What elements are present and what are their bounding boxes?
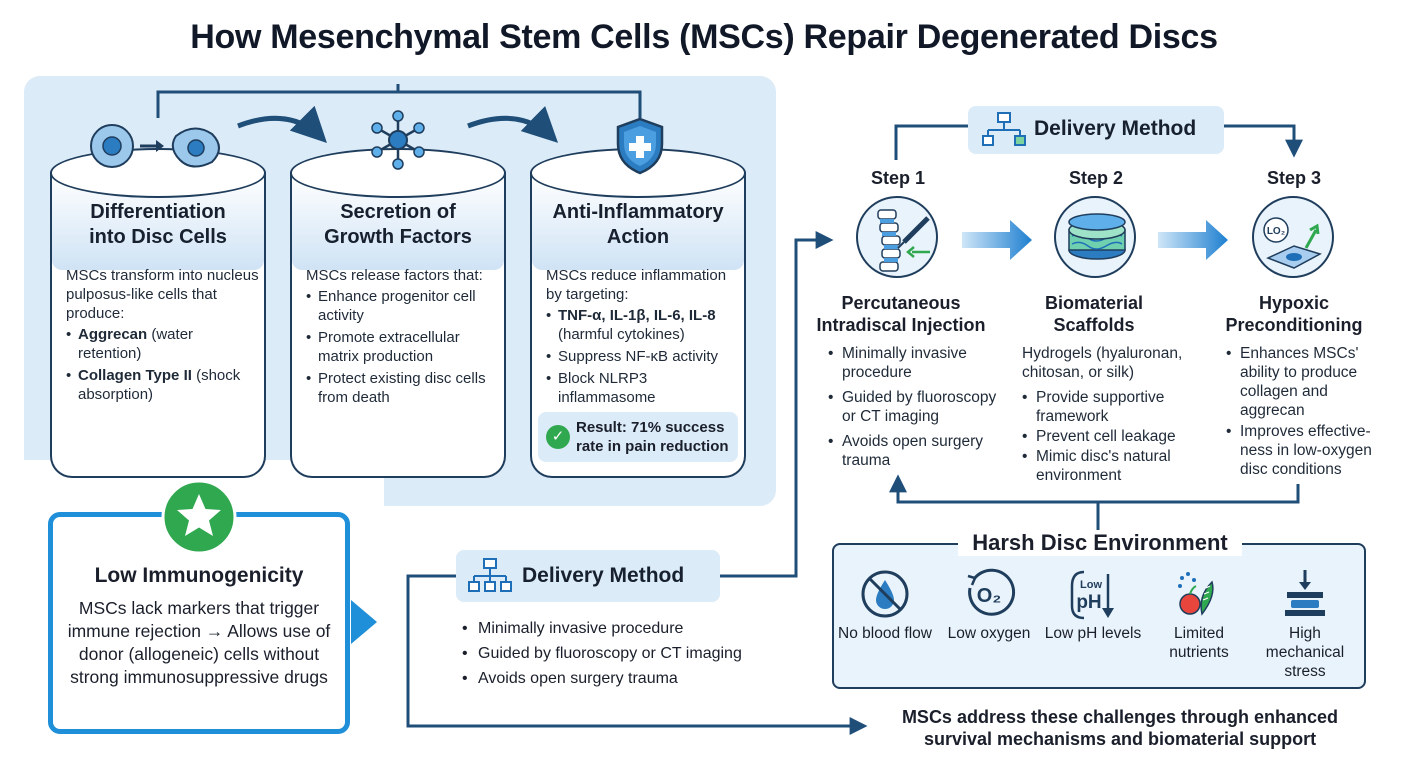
star-badge-icon xyxy=(161,479,237,555)
immunogenicity-text: MSCs lack markers that trigger immune re… xyxy=(67,598,331,687)
svg-text:LO₂: LO₂ xyxy=(1267,226,1285,237)
list-item: Minimally invasive procedure xyxy=(828,344,1012,382)
list-item: Guided by fluoroscopy or CT imaging xyxy=(828,388,1012,426)
env-item-oxygen: O₂ Low oxygen xyxy=(940,566,1038,643)
list-item: Avoids open surgery trauma xyxy=(462,666,782,691)
mechanism-title: Differentiation into Disc Cells xyxy=(89,201,227,248)
list-item: Enhance progenitor cell activity xyxy=(306,287,500,325)
spine-injection-icon xyxy=(877,209,930,272)
env-item-ph: Low pH Low pH levels xyxy=(1044,566,1142,643)
page-title: How Mesenchymal Stem Cells (MSCs) Repair… xyxy=(190,18,1218,56)
step-2-description: Hydrogels (hyaluronan, chitosan, or silk… xyxy=(1022,344,1202,486)
step-1-label: Step 1 xyxy=(870,168,926,188)
delivery-method-title-left: Delivery Method xyxy=(522,564,685,587)
harsh-environment-panel xyxy=(832,543,1366,689)
svg-text:O₂: O₂ xyxy=(977,585,1001,607)
low-oxygen-icon: O₂ xyxy=(967,568,1016,616)
step-arrow-2 xyxy=(1158,220,1228,260)
no-blood-flow-icon xyxy=(861,570,909,618)
step-2-title: Biomaterial Scaffolds xyxy=(1044,293,1144,335)
delivery-method-title-top: Delivery Method xyxy=(1034,117,1197,140)
mechanism-card-growth-factors: Secretion of Growth Factors MSCs release… xyxy=(290,148,506,478)
step-arrow-1 xyxy=(962,220,1032,260)
list-item: Block NLRP3 inflammasome xyxy=(546,369,740,407)
mechanism-title: Anti-Inflammatory Action xyxy=(552,201,724,248)
low-ph-icon: Low pH xyxy=(1070,570,1114,620)
list-item: Collagen Type II (shock absorption) xyxy=(66,366,260,404)
check-icon: ✓ xyxy=(546,425,570,449)
step-3-description: Enhances MSCs' ability to produce collag… xyxy=(1226,344,1396,480)
flowchart-icon xyxy=(982,112,1026,146)
list-item: TNF-α, IL-1β, IL-6, IL-8 (harmful cytoki… xyxy=(546,306,740,344)
scaffold-disc-icon xyxy=(1068,213,1126,260)
nutrients-icon xyxy=(1178,572,1214,616)
delivery-method-list: Minimally invasive procedure Guided by f… xyxy=(462,616,782,691)
step-1-icon-circle xyxy=(856,196,938,278)
list-item: Guided by fluoroscopy or CT imaging xyxy=(462,641,782,666)
step-3-icon-circle: LO₂ xyxy=(1252,196,1334,278)
result-badge: ✓ Result: 71% success rate in pain reduc… xyxy=(538,412,738,462)
list-item: Promote extracellular matrix production xyxy=(306,328,500,366)
list-item: Prevent cell leakage xyxy=(1022,427,1202,446)
step-1-title: Percutaneous Intradiscal Injection xyxy=(816,293,986,335)
flowchart-icon xyxy=(468,558,512,592)
mechanical-stress-icon xyxy=(1285,570,1325,616)
mechanism-card-differentiation: Differentiation into Disc Cells MSCs tra… xyxy=(50,148,266,478)
step-3-title: Hypoxic Preconditioning xyxy=(1225,293,1363,335)
svg-text:pH: pH xyxy=(1076,592,1101,613)
list-item: Mimic disc's natural environment xyxy=(1022,447,1202,485)
mechanism-description: MSCs release factors that: Enhance proge… xyxy=(306,266,500,410)
step-2-label: Step 2 xyxy=(1068,168,1124,188)
step-2-icon-circle xyxy=(1054,196,1136,278)
mechanism-card-anti-inflammatory: Anti-Inflammatory Action MSCs reduce inf… xyxy=(530,148,746,478)
step-1-description: Minimally invasive procedure Guided by f… xyxy=(828,344,1012,476)
list-item: Provide supportive framework xyxy=(1022,388,1202,426)
step-3-label: Step 3 xyxy=(1266,168,1322,188)
mechanism-description: MSCs reduce inflammation by targeting: T… xyxy=(546,266,740,410)
immunogenicity-title: Low Immunogenicity xyxy=(94,564,304,587)
growth-factor-network-icon xyxy=(371,110,425,170)
list-item: Enhances MSCs' ability to produce collag… xyxy=(1226,344,1396,420)
list-item: Suppress NF-κB activity xyxy=(546,347,740,366)
cell-differentiation-icon xyxy=(90,124,220,168)
env-item-nutrients: Limited nutrients xyxy=(1150,566,1248,662)
list-item: Improves effective-ness in low-oxygen di… xyxy=(1226,422,1396,479)
footer-conclusion: MSCs address these challenges through en… xyxy=(901,707,1339,749)
env-item-mechanical-stress: High mechanical stress xyxy=(1256,566,1354,681)
list-item: Aggrecan (water retention) xyxy=(66,325,260,363)
harsh-environment-title: Harsh Disc Environment xyxy=(958,530,1242,556)
mechanism-description: MSCs transform into nucleus pulposus-lik… xyxy=(66,266,260,407)
list-item: Minimally invasive procedure xyxy=(462,616,782,641)
shield-plus-icon xyxy=(616,117,664,175)
svg-text:Low: Low xyxy=(1080,579,1102,591)
hypoxia-icon: LO₂ xyxy=(1263,217,1322,269)
env-item-blood-flow: No blood flow xyxy=(836,566,934,643)
list-item: Protect existing disc cells from death xyxy=(306,369,500,407)
list-item: Avoids open surgery trauma xyxy=(828,432,1012,470)
mechanism-title: Secretion of Growth Factors xyxy=(324,201,472,248)
immunogenicity-pointer xyxy=(351,600,377,644)
